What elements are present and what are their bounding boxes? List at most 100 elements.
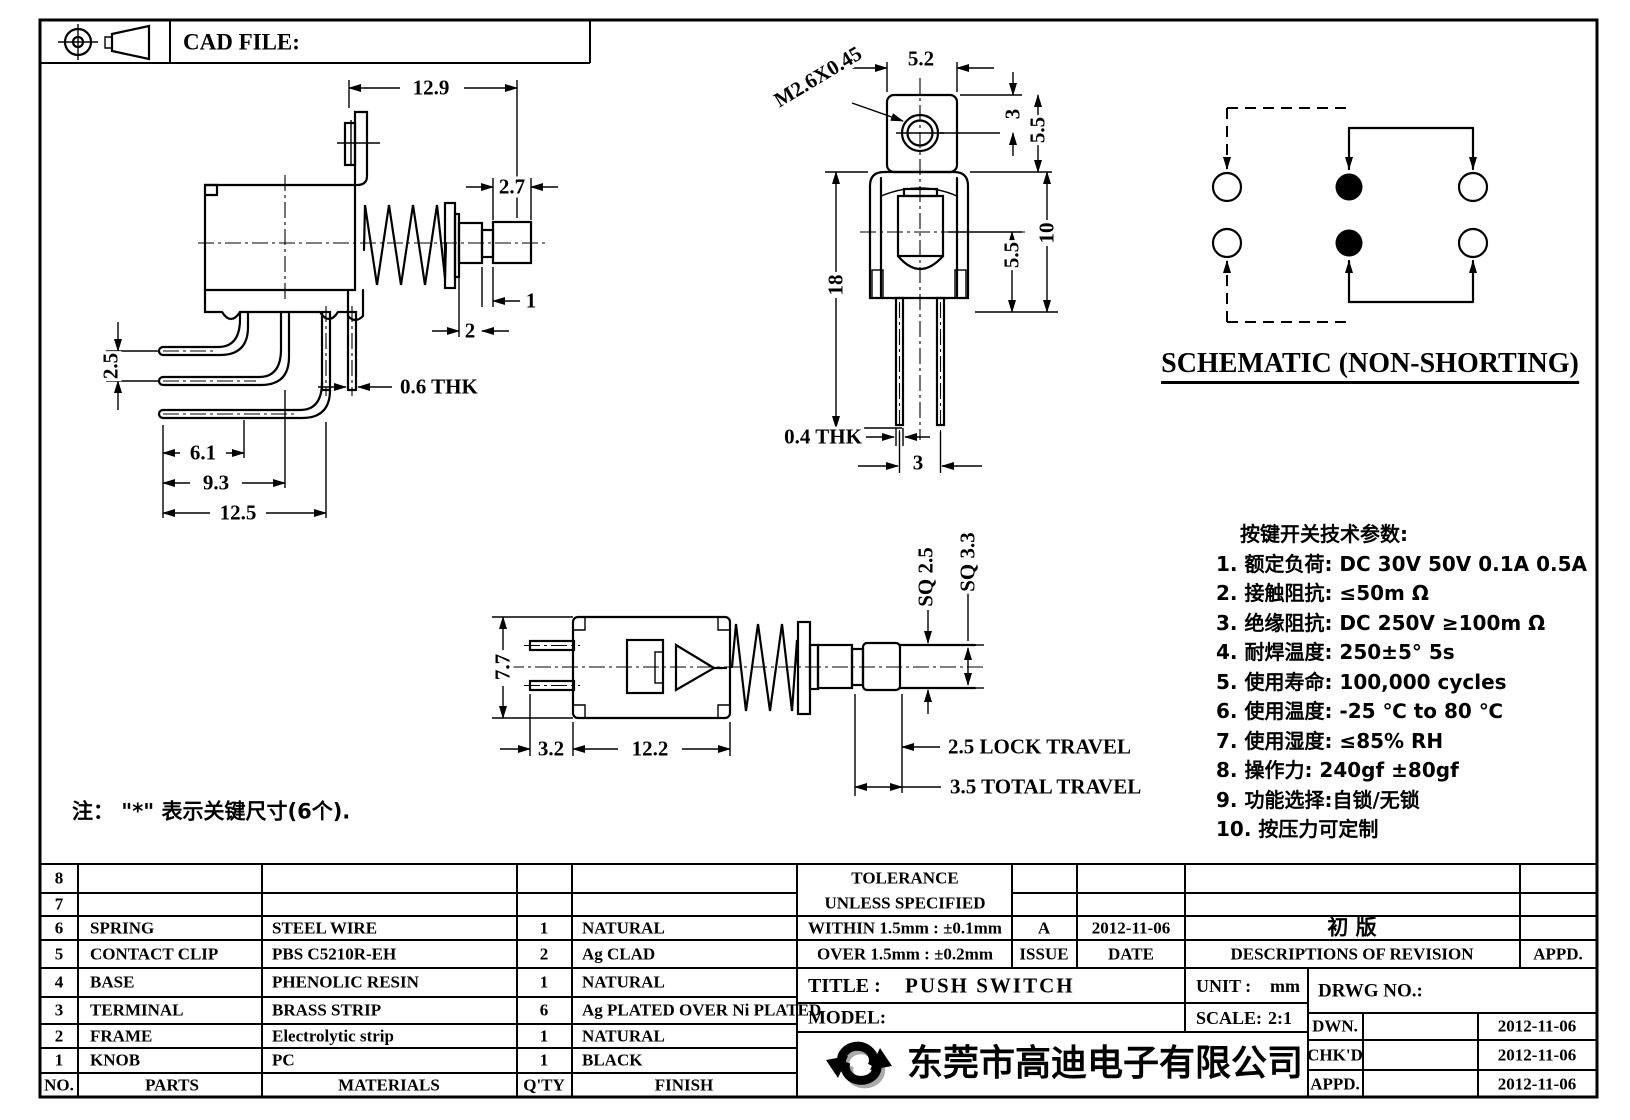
sign-label-dwn: DWN. <box>1312 1016 1358 1036</box>
sign-date-appd: 2012-11-06 <box>1497 1074 1577 1094</box>
bom-qty: 1 <box>539 1050 549 1070</box>
revision-date-label: DATE <box>1108 944 1154 964</box>
model-label: MODEL: <box>808 1007 887 1029</box>
bom-row-no: 7 <box>54 894 64 914</box>
dim-side-width: 12.9 <box>410 75 452 100</box>
schematic-title: SCHEMATIC (NON-SHORTING) <box>1161 350 1579 384</box>
bom-qty: 1 <box>539 918 549 938</box>
table-grid <box>40 863 1597 1097</box>
sign-date-dwn: 2012-11-06 <box>1497 1016 1577 1036</box>
tech-param-item: 7. 使用湿度: ≤85% RH <box>1216 729 1444 753</box>
dim-side-cap: 2.7 <box>496 174 528 199</box>
tech-param-item: 5. 使用寿命: 100,000 cycles <box>1216 670 1507 694</box>
front-view-drawing <box>818 78 1025 440</box>
schematic-drawing <box>1211 107 1489 323</box>
bom-part: CONTACT CLIP <box>90 944 219 964</box>
dim-total-travel: 3.5 TOTAL TRAVEL <box>948 774 1144 799</box>
side-view-dimensions <box>106 80 558 518</box>
dim-front-height: 18 <box>823 272 848 298</box>
drwg-no-label: DRWG NO.: <box>1318 980 1423 1002</box>
bom-row-no: 6 <box>54 918 64 938</box>
revision-issue-label: ISSUE <box>1019 944 1069 964</box>
dim-lock-travel: 2.5 LOCK TRAVEL <box>946 734 1134 759</box>
revision-description-value: 初 版 <box>1327 915 1377 940</box>
bom-row-no: 1 <box>54 1050 64 1070</box>
company-logo-icon <box>826 1041 892 1089</box>
unit-value: mm <box>1270 976 1300 996</box>
bom-finish: NATURAL <box>582 1026 665 1046</box>
bom-finish: NATURAL <box>582 972 665 992</box>
unit-label: UNIT : <box>1196 976 1252 996</box>
bom-qty: 6 <box>539 1000 549 1020</box>
bom-header-materials: MATERIALS <box>338 1075 440 1095</box>
tech-param-item: 1. 额定负荷: DC 30V 50V 0.1A 0.5A <box>1216 552 1588 576</box>
side-view-drawing <box>157 110 548 420</box>
tolerance-subtitle: UNLESS SPECIFIED <box>824 893 986 913</box>
dim-front-hole: 3 <box>1000 106 1025 122</box>
bom-qty: 2 <box>539 944 549 964</box>
title-label: TITLE : <box>808 975 881 997</box>
bom-material: STEEL WIRE <box>272 918 378 938</box>
cad-file-label: CAD FILE: <box>183 29 300 55</box>
bom-row-no: 4 <box>54 972 64 992</box>
bottom-view-drawing <box>508 615 985 720</box>
tolerance-over: OVER 1.5mm : ±0.2mm <box>816 944 994 964</box>
revision-appd-label: APPD. <box>1533 944 1583 964</box>
company-name: 东莞市高迪电子有限公司 <box>906 1043 1304 1084</box>
bom-finish: Ag CLAD <box>582 944 656 964</box>
bom-header-no: NO. <box>44 1075 74 1095</box>
revision-issue-value: A <box>1037 918 1051 938</box>
sheet-border <box>38 18 1599 1099</box>
bom-row-no: 5 <box>54 944 64 964</box>
dim-side-pitch: 2.5 <box>98 350 123 382</box>
dim-front-tab-height: 5.5 <box>1025 114 1050 146</box>
bom-row-no: 3 <box>54 1000 64 1020</box>
tech-param-item: 10. 按压力可定制 <box>1216 817 1379 841</box>
revision-description-label: DESCRIPTIONS OF REVISION <box>1230 944 1474 964</box>
tech-param-item: 9. 功能选择:自锁/无锁 <box>1216 788 1420 812</box>
tolerance-within: WITHIN 1.5mm : ±0.1mm <box>808 918 1002 938</box>
dim-front-thk: 0.4 THK <box>782 424 864 449</box>
bottom-view-dimensions <box>492 592 984 796</box>
bom-material: Electrolytic strip <box>272 1026 394 1046</box>
sign-label-appd: APPD. <box>1310 1074 1360 1094</box>
tolerance-title: TOLERANCE <box>851 868 959 888</box>
tech-param-item: 4. 耐焊温度: 250±5° 5s <box>1216 640 1455 664</box>
dim-bottom-sq-big: SQ 3.3 <box>955 530 980 594</box>
bom-header-finish: FINISH <box>654 1075 714 1095</box>
drawing-title: PUSH SWITCH <box>905 973 1075 998</box>
bom-finish: BLACK <box>582 1050 643 1070</box>
bom-material: BRASS STRIP <box>272 1000 382 1020</box>
tech-params-title: 按键开关技术参数: <box>1240 522 1408 546</box>
dim-bottom-pin: 3.2 <box>535 736 567 761</box>
bom-qty: 1 <box>539 1026 549 1046</box>
bom-part: KNOB <box>90 1050 141 1070</box>
bom-part: SPRING <box>90 918 155 938</box>
key-dimension-note: 注： "*" 表示关键尺寸(6个). <box>72 799 351 824</box>
dim-side-l3: 12.5 <box>217 500 259 525</box>
dim-side-neck: 1 <box>523 288 539 313</box>
dim-front-body: 10 <box>1034 220 1059 246</box>
dim-side-l1: 6.1 <box>187 440 219 465</box>
bom-finish: NATURAL <box>582 918 665 938</box>
bom-part: BASE <box>90 972 135 992</box>
bom-row-no: 2 <box>54 1026 64 1046</box>
bom-material: PHENOLIC RESIN <box>272 972 419 992</box>
bom-finish: Ag PLATED OVER Ni PLATED <box>582 1000 822 1020</box>
bom-material: PC <box>272 1050 295 1070</box>
dim-front-tab-width: 5.2 <box>905 46 937 71</box>
front-view-dimensions <box>825 62 1058 473</box>
tech-param-item: 6. 使用温度: -25 ℃ to 80 ℃ <box>1216 699 1503 723</box>
projection-symbol-icon <box>58 24 151 61</box>
dim-front-lower: 5.5 <box>999 239 1024 271</box>
sign-date-chkd: 2012-11-06 <box>1497 1045 1577 1065</box>
bom-header-parts: PARTS <box>145 1075 199 1095</box>
dim-bottom-body: 12.2 <box>629 736 671 761</box>
dim-side-thk: 0.6 THK <box>398 374 480 399</box>
bom-row-no: 8 <box>54 868 64 888</box>
scale-label: SCALE: <box>1196 1008 1263 1028</box>
bom-header-qty: Q'TY <box>523 1075 565 1095</box>
bom-material: PBS C5210R-EH <box>272 944 397 964</box>
dim-bottom-height: 7.7 <box>490 651 515 683</box>
